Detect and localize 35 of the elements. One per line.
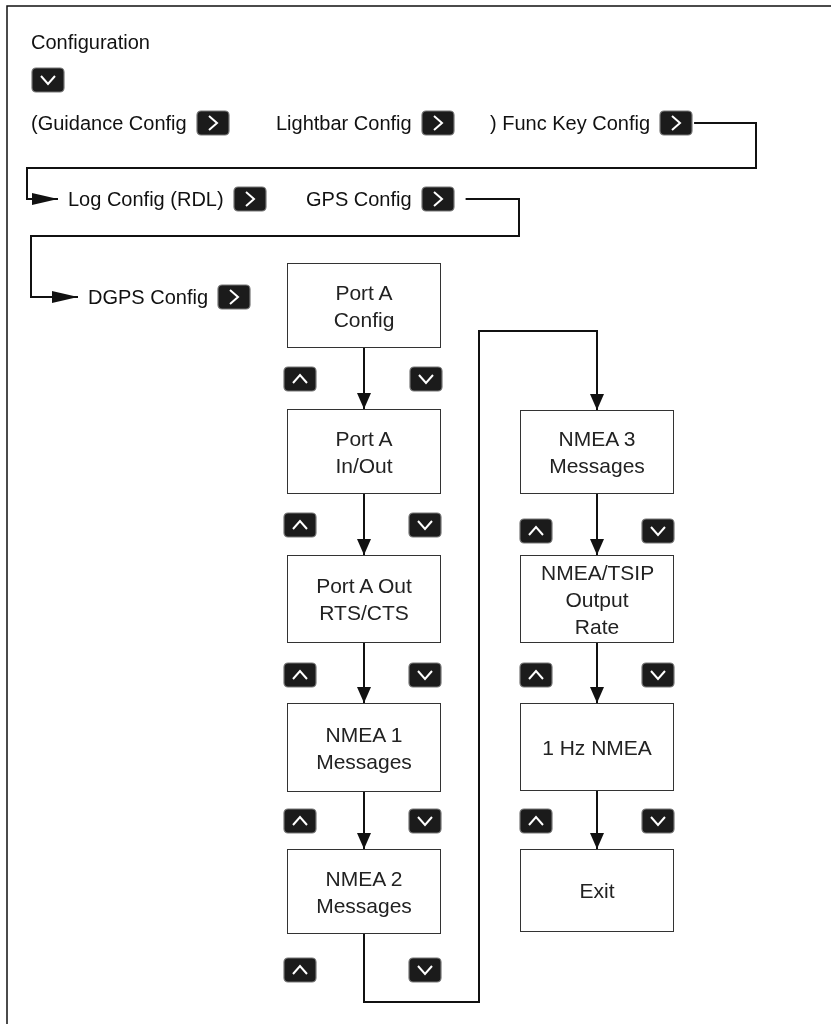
arrow — [357, 642, 371, 704]
screen-title: NMEA 1 Messages — [315, 721, 413, 775]
screen-title: Port A Config — [332, 279, 396, 333]
menu-item-text: Lightbar Config — [276, 111, 412, 135]
menu-screen-box — [287, 409, 441, 494]
screen-title: NMEA 2 Messages — [315, 865, 413, 919]
screen-title: NMEA/TSIP Output Rate — [541, 559, 653, 640]
menu-screen-box — [520, 703, 674, 791]
arrow — [590, 790, 604, 850]
menu-screen-box — [287, 703, 441, 792]
arrow — [590, 493, 604, 556]
menu-item-text: ) Func Key Config — [490, 111, 651, 135]
menu-screen-box — [287, 555, 441, 643]
screen-title: NMEA 3 Messages — [548, 426, 646, 479]
arrow — [357, 493, 371, 556]
menu-screen-box — [287, 849, 441, 934]
menu-screen-box — [287, 263, 441, 348]
screen-title: 1 Hz NMEA — [541, 734, 653, 761]
menu-item-text: DGPS Config — [88, 285, 209, 309]
menu-screen-box — [520, 849, 674, 932]
connector-arrow — [30, 198, 520, 303]
menu-screen-box — [520, 410, 674, 494]
menu-item-text: GPS Config — [306, 187, 412, 211]
screen-title: Exit — [578, 878, 616, 904]
menu-heading: Configuration — [31, 30, 150, 54]
connector-arrow — [363, 330, 604, 1003]
screen-title: Port A In/Out — [334, 425, 394, 479]
arrow — [357, 347, 371, 410]
screen-title: Port A Out RTS/CTS — [315, 573, 413, 626]
connector-arrow — [26, 122, 757, 205]
menu-item-text: (Guidance Config — [31, 111, 187, 135]
menu-item-text: Log Config (RDL) — [68, 187, 224, 211]
arrow — [357, 791, 371, 850]
arrow — [590, 642, 604, 704]
menu-screen-box — [520, 555, 674, 643]
